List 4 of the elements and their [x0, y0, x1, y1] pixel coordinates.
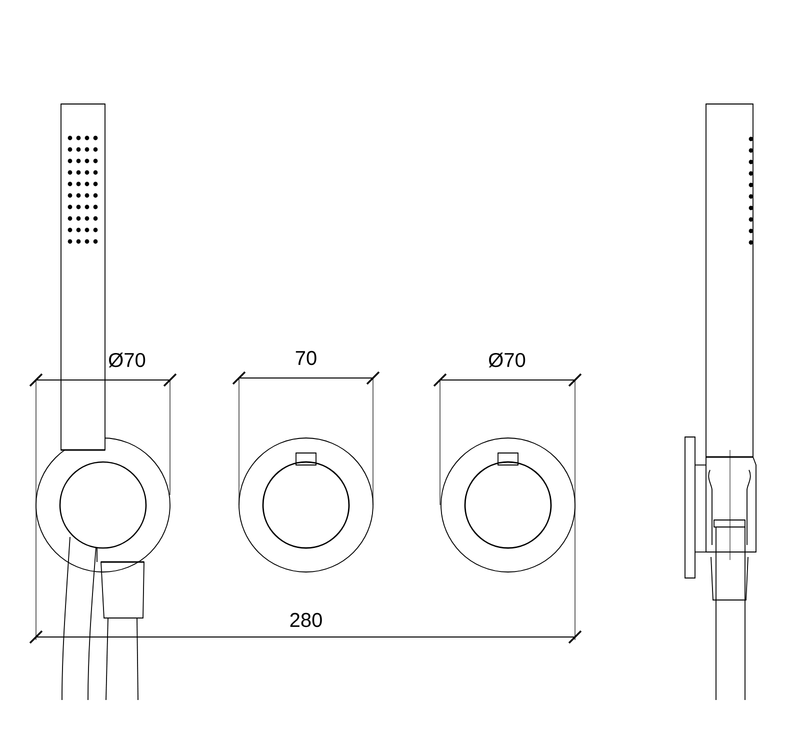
dimension-label: Ø70: [488, 352, 526, 368]
dimension-label: 280: [290, 612, 322, 628]
dimension-label: 70: [296, 350, 316, 366]
dimension-label: Ø70: [108, 352, 146, 368]
